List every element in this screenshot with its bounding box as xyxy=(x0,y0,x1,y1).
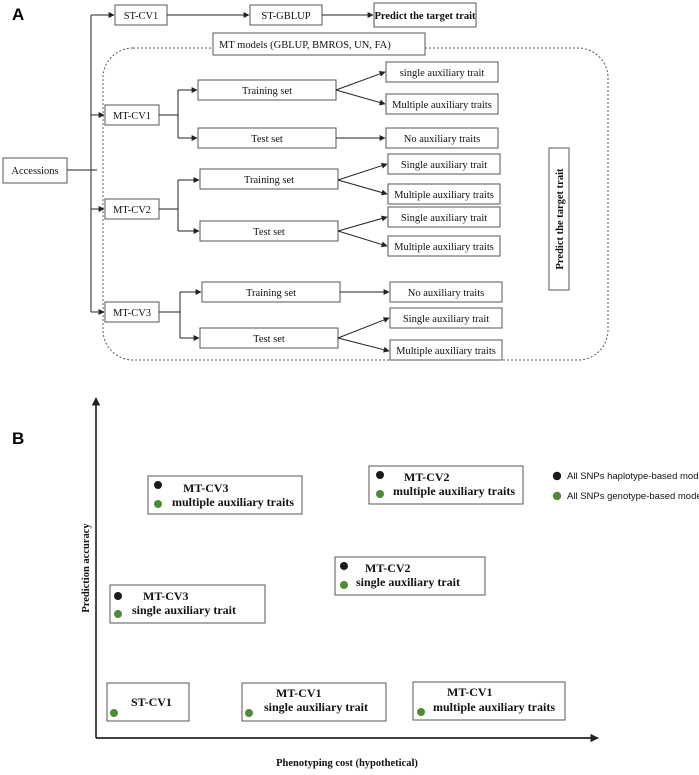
point-label-line1: MT-CV1 xyxy=(276,686,322,700)
st-cv1-label: ST-CV1 xyxy=(124,11,159,22)
cv2-test-single-box xyxy=(387,206,501,228)
cv2-training-label: Training set xyxy=(244,175,294,186)
cv3-train-none-label: No auxiliary traits xyxy=(408,288,484,299)
cv2-test-multiple-box xyxy=(387,235,501,257)
point-label-line1: MT-CV3 xyxy=(143,589,189,603)
accessions-box xyxy=(2,157,68,184)
cv3-test-multiple-label: Multiple auxiliary traits xyxy=(396,346,496,357)
cv2-training-box xyxy=(199,168,339,190)
genotype-dot xyxy=(245,709,253,717)
mt-cv3-label: MT-CV3 xyxy=(113,308,151,319)
predict-top-label: Predict the target trait xyxy=(375,11,476,22)
mt-cv2-label: MT-CV2 xyxy=(113,205,151,216)
haplotype-dot xyxy=(340,562,348,570)
cv2-test-single-label: Single auxiliary trait xyxy=(401,213,487,224)
mt-models-label: MT models (GBLUP, BMROS, UN, FA) xyxy=(219,40,391,51)
cv3-train-none-box xyxy=(389,281,503,303)
cv2-train-multiple-label: Multiple auxiliary traits xyxy=(394,190,494,201)
point-mt-cv3-multiple-box xyxy=(147,475,303,515)
point-mt-cv3-single-box xyxy=(109,584,266,624)
point-label-line1: MT-CV2 xyxy=(365,561,411,575)
mt-models-box xyxy=(212,32,426,56)
haplotype-dot xyxy=(376,471,384,479)
genotype-dot xyxy=(340,581,348,589)
legend-haplotype-label: All SNPs haplotype-based model xyxy=(567,471,699,482)
point-st-cv1-box xyxy=(106,682,190,722)
legend-genotype-label: All SNPs genotype-based model xyxy=(567,491,699,502)
cv3-test-single-box xyxy=(389,307,503,329)
point-label-line2: single auxiliary trait xyxy=(356,575,460,589)
cv3-training-label: Training set xyxy=(246,288,296,299)
cv2-test-multiple-label: Multiple auxiliary traits xyxy=(394,242,494,253)
haplotype-dot xyxy=(114,592,122,600)
predict-side-label: Predict the target trait xyxy=(555,168,566,269)
point-label-line1: MT-CV1 xyxy=(447,685,493,699)
cv1-test-none-box xyxy=(385,127,499,149)
point-mt-cv1-single-box xyxy=(241,682,387,722)
cv3-test-label: Test set xyxy=(253,334,285,345)
cv1-train-multiple-label: Multiple auxiliary traits xyxy=(392,100,492,111)
point-label-line2: multiple auxiliary traits xyxy=(393,484,515,498)
genotype-dot xyxy=(110,709,118,717)
point-label-line2: multiple auxiliary traits xyxy=(172,495,294,509)
cv2-test-label: Test set xyxy=(253,227,285,238)
genotype-dot xyxy=(417,708,425,716)
point-label-line1: MT-CV2 xyxy=(404,470,450,484)
predict-top-box xyxy=(373,2,477,28)
x-axis-label: Phenotyping cost (hypothetical) xyxy=(276,758,418,769)
point-label-line1: MT-CV3 xyxy=(183,481,229,495)
cv1-train-single-box xyxy=(385,61,499,83)
accessions-label: Accessions xyxy=(11,166,58,177)
panel-a-label: A xyxy=(12,5,24,24)
legend-haplotype-marker xyxy=(552,471,562,481)
st-gblup-label: ST-GBLUP xyxy=(261,11,310,22)
cv1-test-label: Test set xyxy=(251,134,283,145)
genotype-dot xyxy=(154,500,162,508)
point-mt-cv1-multiple-box xyxy=(412,681,566,721)
point-label-line2: multiple auxiliary traits xyxy=(433,700,555,714)
cv1-train-single-label: single auxiliary trait xyxy=(400,68,485,79)
cv1-training-label: Training set xyxy=(242,86,292,97)
cv1-test-none-label: No auxiliary traits xyxy=(404,134,480,145)
panel-b-label: B xyxy=(12,429,24,448)
legend-genotype-marker xyxy=(552,491,562,501)
genotype-dot xyxy=(376,490,384,498)
mt-cv1-label: MT-CV1 xyxy=(113,111,151,122)
cv3-test-single-label: Single auxiliary trait xyxy=(403,314,489,325)
genotype-dot xyxy=(114,610,122,618)
cv2-train-single-label: Single auxiliary trait xyxy=(401,160,487,171)
predict-side-box xyxy=(548,147,570,291)
y-axis-label: Prediction accuracy xyxy=(81,523,92,613)
cv3-test-multiple-box xyxy=(389,339,503,361)
cv2-train-single-box xyxy=(387,153,501,175)
cv2-train-multiple-box xyxy=(387,183,501,205)
mt-models-container xyxy=(102,47,609,361)
haplotype-dot xyxy=(154,481,162,489)
point-label-line2: single auxiliary trait xyxy=(264,700,368,714)
cv1-train-multiple-box xyxy=(385,93,499,115)
point-mt-cv2-single-box xyxy=(334,556,486,596)
point-mt-cv2-multiple-box xyxy=(368,465,524,505)
point-label-line1: ST-CV1 xyxy=(131,695,172,709)
point-label-line2: single auxiliary trait xyxy=(132,603,236,617)
